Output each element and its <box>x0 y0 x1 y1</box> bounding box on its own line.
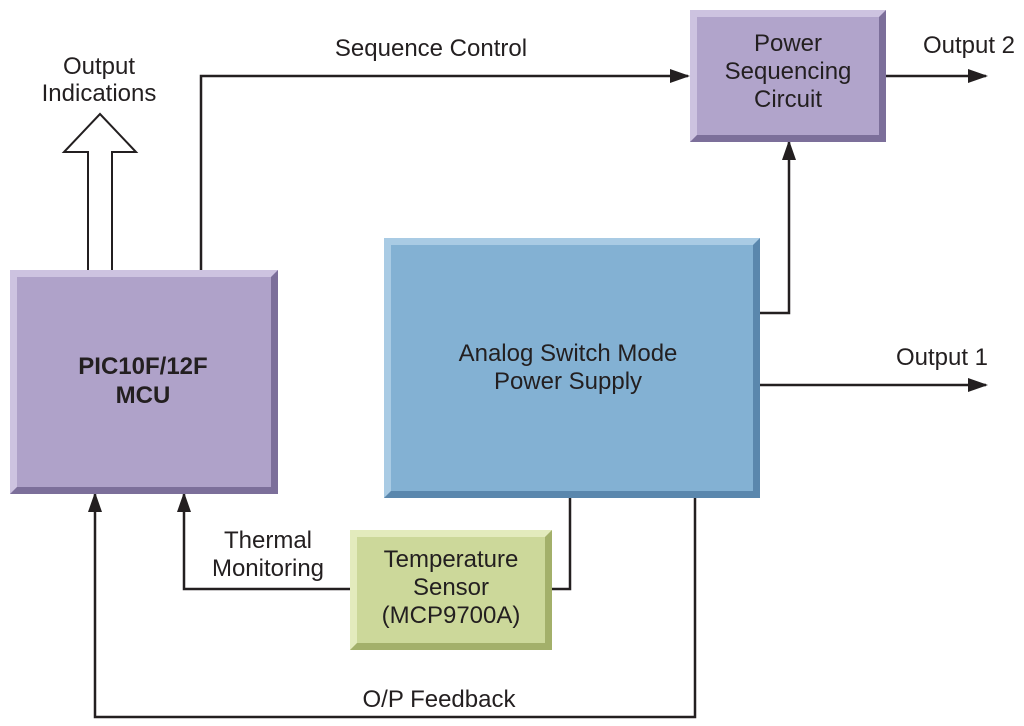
sequencer-label-line-2: Sequencing <box>725 58 852 85</box>
output-indications-label-line-1: Output <box>63 53 135 80</box>
thermal-monitoring-label-line-2: Monitoring <box>212 555 324 582</box>
power-sequencing-block: Power Sequencing Circuit <box>690 10 886 142</box>
output-2-label: Output 2 <box>923 32 1015 59</box>
mcu-block: PIC10F/12F MCU <box>10 270 278 494</box>
output-indications-label-line-2: Indications <box>42 80 157 107</box>
psu-to-sensor-wire <box>552 498 572 591</box>
psu-to-sequencer-wire <box>760 140 796 315</box>
power-supply-label-line-2: Power Supply <box>494 368 642 395</box>
thermal-monitoring-label-line-1: Thermal <box>224 527 312 554</box>
mcu-label-line-1: PIC10F/12F <box>78 353 207 380</box>
sensor-label-line-3: (MCP9700A) <box>382 602 521 629</box>
power-supply-block: Analog Switch Mode Power Supply <box>384 238 760 498</box>
sensor-label-line-1: Temperature <box>384 546 519 573</box>
sequencer-label-line-1: Power <box>754 30 822 57</box>
sequence-control-wire <box>199 69 690 270</box>
output-1-label: Output 1 <box>896 344 988 371</box>
output-indications-arrow <box>61 112 139 270</box>
sensor-label-line-2: Sensor <box>413 574 489 601</box>
sequencer-label-line-3: Circuit <box>754 86 822 113</box>
mcu-label-line-2: MCU <box>116 382 171 409</box>
thermal-monitoring-wire <box>177 492 350 591</box>
op-feedback-wire <box>88 492 697 719</box>
sequence-control-label: Sequence Control <box>335 35 527 62</box>
power-supply-label-line-1: Analog Switch Mode <box>459 340 678 367</box>
op-feedback-label: O/P Feedback <box>363 686 517 713</box>
temperature-sensor-block: Temperature Sensor (MCP9700A) <box>350 530 552 650</box>
